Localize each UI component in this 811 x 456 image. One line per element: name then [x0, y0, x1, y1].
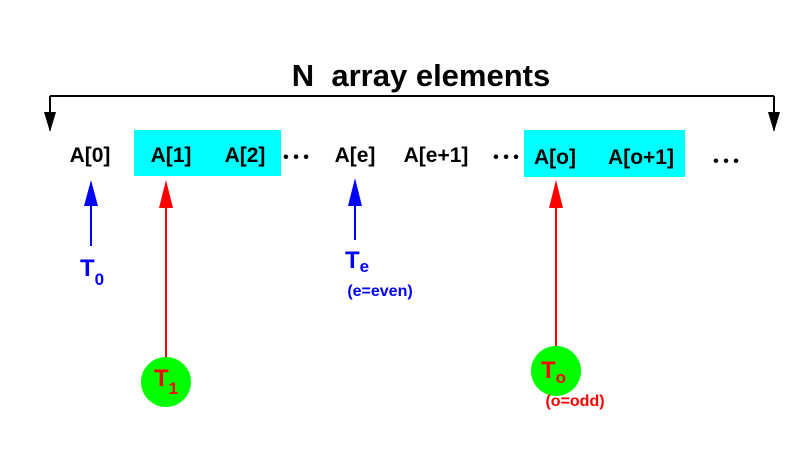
- diagram-title: N array elements: [292, 58, 550, 93]
- element-a1: A[1]: [151, 144, 192, 167]
- odd-thread-arrows: [159, 180, 563, 360]
- span-bracket: [44, 95, 780, 132]
- highlight-box-t1: [134, 130, 281, 176]
- thread-t0: T0: [80, 255, 104, 289]
- thread-t1: T1: [141, 357, 191, 407]
- thread-to-note: (o=odd): [545, 393, 604, 410]
- element-ae1: A[e+1]: [404, 144, 469, 167]
- thread-to-node: [531, 346, 581, 396]
- element-ao1: A[o+1]: [608, 146, 674, 169]
- element-ae: A[e]: [335, 144, 376, 167]
- thread-te-label: Te: [345, 247, 369, 276]
- thread-t1-node: [141, 357, 191, 407]
- ellipsis-3: • • •: [713, 153, 739, 170]
- thread-to: To (o=odd): [531, 346, 605, 410]
- array-elements: A[0] A[1] A[2] • • • A[e] A[e+1] • • • A…: [70, 144, 740, 170]
- even-thread-arrows: [84, 178, 362, 246]
- element-a2: A[2]: [225, 144, 266, 167]
- thread-te-note: (e=even): [347, 283, 412, 300]
- thread-te: Te (e=even): [345, 247, 413, 300]
- thread-t1-label: T1: [154, 365, 178, 398]
- ellipsis-2: • • •: [493, 149, 519, 166]
- element-ao: A[o]: [534, 146, 576, 169]
- highlight-box-to: [524, 130, 685, 177]
- ellipsis-1: • • •: [283, 149, 309, 166]
- thread-to-label: To: [541, 357, 566, 387]
- thread-t0-label: T0: [80, 255, 104, 289]
- element-a0: A[0]: [70, 144, 111, 167]
